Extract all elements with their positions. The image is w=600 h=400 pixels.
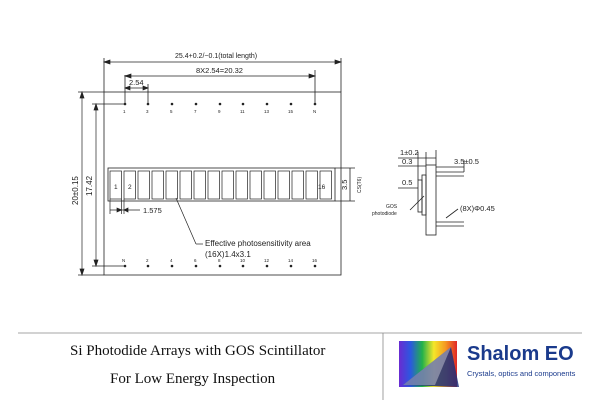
svg-text:10: 10: [240, 258, 246, 263]
top-pin: N: [313, 102, 317, 114]
bottom-pin: 4: [170, 258, 174, 268]
bottom-pin: 14: [288, 258, 294, 268]
technical-drawing: 25.4+0.2/−0.1(total length) 8X2.54=20.32…: [71, 53, 495, 277]
top-pin-row: 1 3 5 7 9 11 13 15 N: [123, 102, 317, 114]
bottom-pin: 10: [240, 258, 246, 268]
svg-text:1: 1: [123, 109, 126, 114]
svg-text:13: 13: [264, 109, 270, 114]
svg-text:12: 12: [264, 258, 270, 263]
side-view: [398, 150, 465, 236]
brand-name: Shalom EO: [467, 343, 574, 365]
svg-text:11: 11: [240, 109, 245, 114]
top-pin: 7: [194, 102, 198, 114]
top-pin: 1: [123, 102, 127, 114]
offset-label: 0.5: [402, 178, 412, 187]
bottom-pin-row: N 2 4 6 8 10 12 14 16: [122, 258, 318, 268]
top-pin: 11: [240, 102, 245, 114]
element-label-last: 16: [318, 184, 326, 191]
total-length-label: 25.4+0.2/−0.1(total length): [175, 53, 257, 60]
lead-dia-label: (8X)Φ0.45: [460, 204, 495, 213]
photodiode-elements: [109, 170, 332, 200]
total-length-dimension: [102, 59, 343, 65]
span-dimension: [123, 73, 317, 79]
svg-text:7: 7: [194, 109, 197, 114]
element-pitch-dimension: [109, 199, 140, 214]
pitch-label: 2.54: [129, 78, 144, 87]
element-height-label: 3.5: [340, 180, 349, 190]
element-label-second: 2: [128, 184, 132, 191]
bottom-pin: 16: [312, 258, 318, 268]
svg-text:15: 15: [288, 109, 294, 114]
inner-height-dimension: [92, 102, 125, 268]
footer: [0, 325, 600, 400]
brand-logo: Shalom EO Crystals, optics and component…: [395, 337, 595, 393]
top-pin: 13: [264, 102, 270, 114]
svg-text:6: 6: [194, 258, 197, 263]
bottom-pin: 8: [218, 258, 222, 268]
span-label: 8X2.54=20.32: [196, 66, 243, 75]
effective-area-note: Effective photosensitivity area: [205, 239, 311, 248]
height-label: 20±0.15: [71, 176, 80, 205]
inner-height-label: 17.42: [85, 175, 94, 196]
pitch-dimension: [124, 85, 149, 91]
caption-line-2: For Low Energy Inspection: [110, 371, 276, 387]
element-label-first: 1: [114, 184, 118, 191]
prism-logo-icon: [399, 341, 459, 387]
package-outline: [103, 91, 342, 276]
svg-text:N: N: [122, 258, 125, 263]
svg-text:16: 16: [312, 258, 318, 263]
svg-text:9: 9: [218, 109, 221, 114]
effective-area-leader: [175, 197, 203, 245]
gos-label: GOS: [386, 204, 398, 210]
brand-tagline: Crystals, optics and components: [467, 369, 576, 378]
height-dimension: [78, 90, 104, 277]
svg-text:8: 8: [218, 258, 221, 263]
svg-text:5: 5: [170, 109, 173, 114]
footer-rules: [18, 332, 582, 400]
svg-text:3: 3: [146, 109, 149, 114]
top-pin: 15: [288, 102, 294, 114]
cs-label: CS(T6): [357, 177, 363, 193]
effective-area-size: (16X)1.4x3.1: [205, 250, 251, 259]
lead-length-label: 3.5±0.5: [454, 157, 479, 166]
photodiode-label: photodiode: [372, 211, 397, 217]
bottom-pin: 6: [194, 258, 198, 268]
top-pin: 3: [146, 102, 150, 114]
caption-line-1: Si Photodide Arrays with GOS Scintillato…: [70, 343, 326, 359]
svg-text:4: 4: [170, 258, 173, 263]
bottom-pin: 12: [264, 258, 270, 268]
gap-label: 0.3: [402, 157, 412, 166]
svg-text:N: N: [313, 109, 316, 114]
svg-text:14: 14: [288, 258, 294, 263]
top-pin: 9: [218, 102, 222, 114]
photodiode-strip: [107, 167, 355, 202]
element-pitch-label: 1.575: [143, 206, 162, 215]
thickness-label: 1±0.2: [400, 148, 419, 157]
bottom-pin: 2: [146, 258, 150, 268]
top-pin: 5: [170, 102, 174, 114]
svg-text:2: 2: [146, 258, 149, 263]
